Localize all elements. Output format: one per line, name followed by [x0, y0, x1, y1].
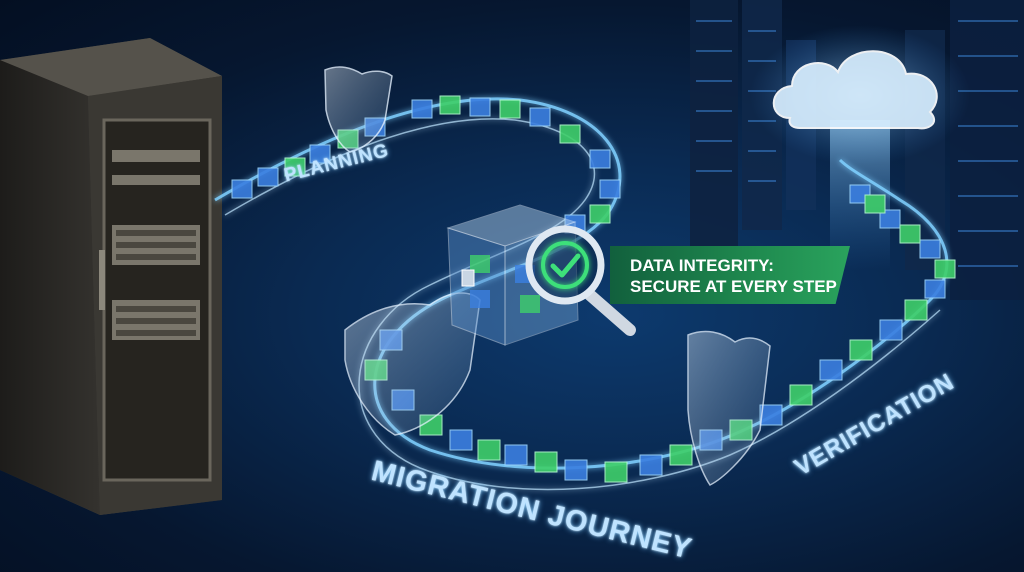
data-integrity-badge: DATA INTEGRITY: SECURE AT EVERY STEP: [610, 246, 850, 304]
magnifier-icon: [525, 225, 636, 336]
data-integrity-text: DATA INTEGRITY: SECURE AT EVERY STEP: [630, 255, 837, 297]
cloud-icon: [750, 25, 970, 270]
shield-icon: [344, 292, 481, 436]
legacy-server-rack: [0, 38, 222, 515]
badge-line-1: DATA INTEGRITY:: [630, 256, 774, 275]
shield-icon: [687, 330, 771, 486]
check-icon: [541, 241, 589, 289]
shield-icon: [324, 66, 393, 153]
badge-line-2: SECURE AT EVERY STEP: [630, 277, 837, 296]
